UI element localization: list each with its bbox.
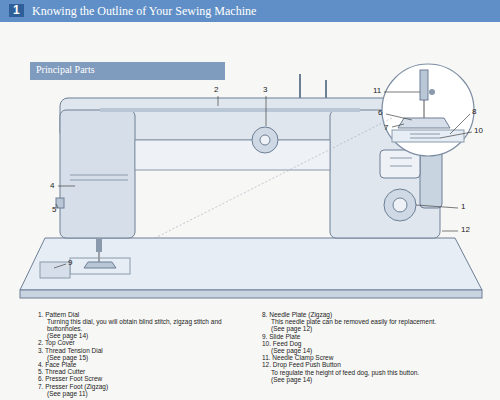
part-name: 10. Feed Dog xyxy=(262,340,467,347)
part-note: To regulate the height of feed dog, push… xyxy=(262,369,467,376)
callout-number: 6 xyxy=(378,109,382,118)
part-note: (See page 14) xyxy=(262,347,467,354)
part-note: (See page 14) xyxy=(262,376,467,383)
part-name: 2. Top Cover xyxy=(38,339,243,346)
part-name: 5. Thread Cutter xyxy=(38,368,243,375)
callout-number: 7 xyxy=(384,124,388,133)
part-note: (See page 14) xyxy=(38,332,243,339)
callout-number: 2 xyxy=(214,86,218,95)
callout-number: 3 xyxy=(263,86,267,95)
callout-number: 8 xyxy=(472,108,476,117)
section-number: 1 xyxy=(9,4,24,17)
part-note: Turning this dial, you will obtain blind… xyxy=(38,318,243,332)
callout-number: 10 xyxy=(474,127,483,136)
part-note: (See page 15) xyxy=(38,354,243,361)
part-note: This needle plate can be removed easily … xyxy=(262,318,467,325)
part-name: 7. Presser Foot (Zigzag) xyxy=(38,383,243,390)
callout-number: 1 xyxy=(461,203,465,212)
part-note: (See page 11) xyxy=(38,390,243,397)
part-name: 12. Drop Feed Push Button xyxy=(262,361,467,368)
part-name: 1. Pattern Dial xyxy=(38,311,243,318)
part-name: 8. Needle Plate (Zigzag) xyxy=(262,311,467,318)
part-name: 6. Presser Foot Screw xyxy=(38,375,243,382)
section-heading: Principal Parts xyxy=(36,64,95,75)
page-title: Knowing the Outline of Your Sewing Machi… xyxy=(32,4,256,19)
part-name: 4. Face Plate xyxy=(38,361,243,368)
part-name: 11. Needle Clamp Screw xyxy=(262,354,467,361)
parts-list-column: 1. Pattern DialTurning this dial, you wi… xyxy=(38,311,243,397)
parts-list-column: 8. Needle Plate (Zigzag)This needle plat… xyxy=(262,311,467,383)
part-name: 9. Slide Plate xyxy=(262,333,467,340)
part-name: 3. Thread Tension Dial xyxy=(38,347,243,354)
callout-number: 4 xyxy=(50,182,54,191)
callout-number: 5 xyxy=(52,206,56,215)
part-note: (See page 12) xyxy=(262,325,467,332)
callout-number: 12 xyxy=(461,226,470,235)
callout-number: 11 xyxy=(373,87,381,96)
callout-number: 9 xyxy=(68,259,72,268)
